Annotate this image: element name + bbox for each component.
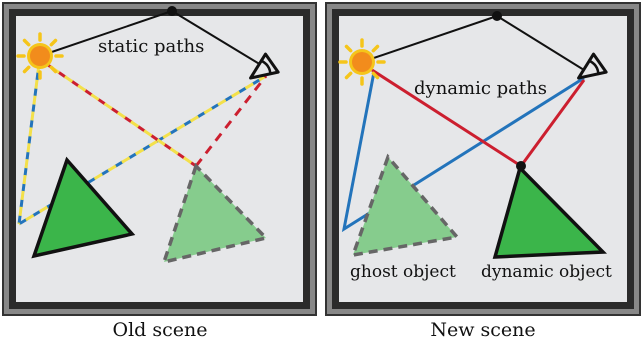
new-scene-caption: New scene (430, 319, 535, 341)
dynamic-object-label: dynamic object (481, 262, 612, 282)
reflection-point-top (167, 6, 177, 16)
new-scene-background (339, 16, 627, 302)
eye-icon (249, 52, 280, 80)
eye-icon (577, 52, 608, 80)
dynamic-paths-label: dynamic paths (414, 78, 547, 99)
ghost-object-label: ghost object (350, 262, 456, 282)
static-object-triangle (31, 156, 136, 259)
sun-icon (16, 32, 64, 80)
old-scene-caption: Old scene (113, 319, 208, 341)
sun-icon (338, 38, 386, 86)
dynamic-object-triangle (492, 164, 608, 259)
old-scene-background (16, 16, 303, 302)
old-dynamic-object-triangle (161, 162, 270, 265)
reflection-point-top-new (492, 11, 502, 21)
new-scene-panel: dynamic paths ghost object dynamic objec… (325, 2, 641, 316)
static-path-yellow-3 (44, 61, 197, 168)
old-scene-panel: static paths (2, 2, 317, 316)
static-path-blue-1 (17, 55, 42, 225)
static-paths-label: static paths (98, 36, 204, 57)
dynamic-path-blue (341, 71, 585, 233)
reflection-point-dynamic (516, 161, 526, 171)
ghost-object-triangle (350, 153, 461, 258)
static-path-red-2 (194, 75, 268, 167)
static-path-yellow-1 (17, 55, 42, 225)
